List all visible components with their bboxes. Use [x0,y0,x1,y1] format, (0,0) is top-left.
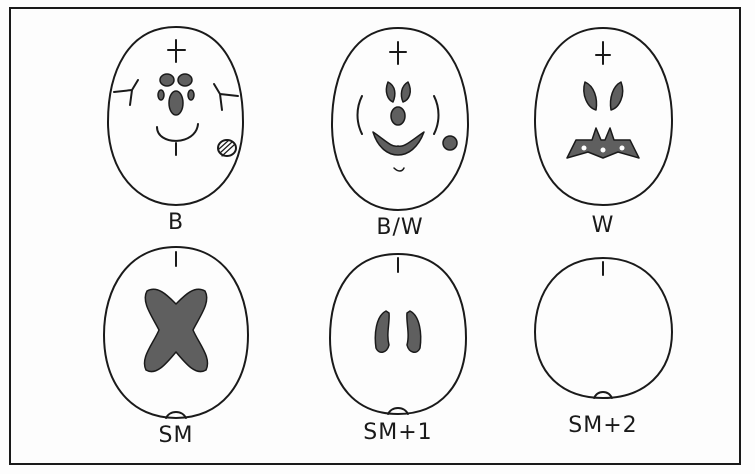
midline-cross-b [168,40,185,62]
label-sm2: SM+2 [568,413,637,438]
label-sm: SM [159,423,194,448]
label-w: W [592,213,615,238]
ventricles-bw [373,82,457,155]
label-b: B [168,210,184,235]
label-bw: B/W [376,215,423,240]
lesion-b [218,140,236,156]
midline-cross-w [596,42,610,64]
midline-cross-bw [390,42,406,64]
ventricles-w [567,82,639,158]
ventricles-b [158,74,194,115]
thalamic-arc-b [157,124,198,155]
ventricles-sm [144,289,207,371]
brain-outline-sm1 [330,254,466,414]
label-sm1: SM+1 [363,420,432,445]
brain-outline-sm2 [535,258,672,398]
ventricles-sm1 [375,311,420,352]
